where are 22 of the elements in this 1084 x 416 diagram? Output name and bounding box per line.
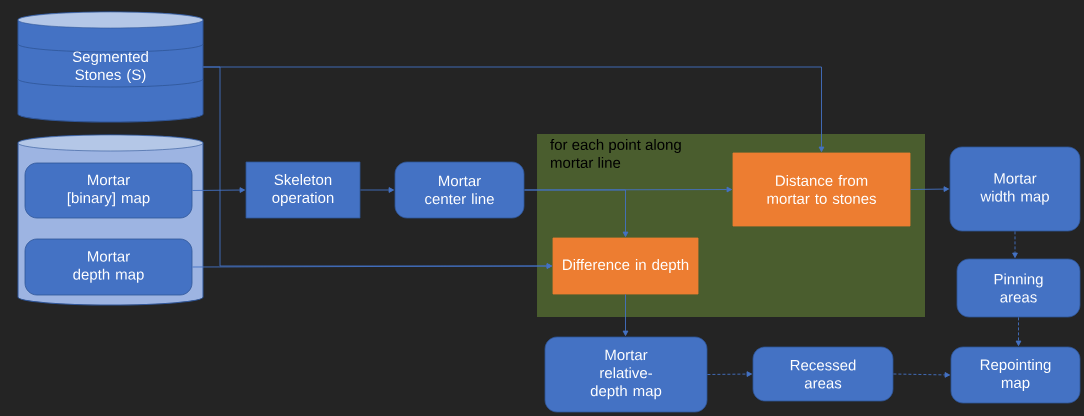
arrow (622, 293, 629, 337)
arrow (892, 372, 951, 378)
process-box: Repointing map (950, 346, 1081, 404)
process-box: Distance from mortar to stones (732, 152, 911, 227)
arrow (1012, 230, 1018, 259)
arrow (909, 186, 950, 192)
process-box: Pinning areas (956, 258, 1081, 318)
arrow (523, 189, 629, 238)
arrow (359, 187, 395, 193)
process-box: Mortar [binary] map (24, 162, 193, 219)
process-box: Mortar center line (394, 161, 525, 219)
arrow (191, 263, 553, 269)
process-box: Mortar relative-depth map (544, 336, 708, 413)
arrow (706, 371, 753, 377)
process-box: Recessed areas (752, 346, 894, 402)
process-box: Difference in depth (552, 237, 699, 295)
arrow (1015, 316, 1022, 347)
process-box: Mortar depth map (24, 238, 193, 296)
process-box: Skeleton operation (245, 161, 361, 219)
database-cylinder: Segmented Stones (S) (17, 11, 204, 123)
arrow (191, 187, 246, 193)
process-box: Mortar width map (949, 146, 1081, 232)
